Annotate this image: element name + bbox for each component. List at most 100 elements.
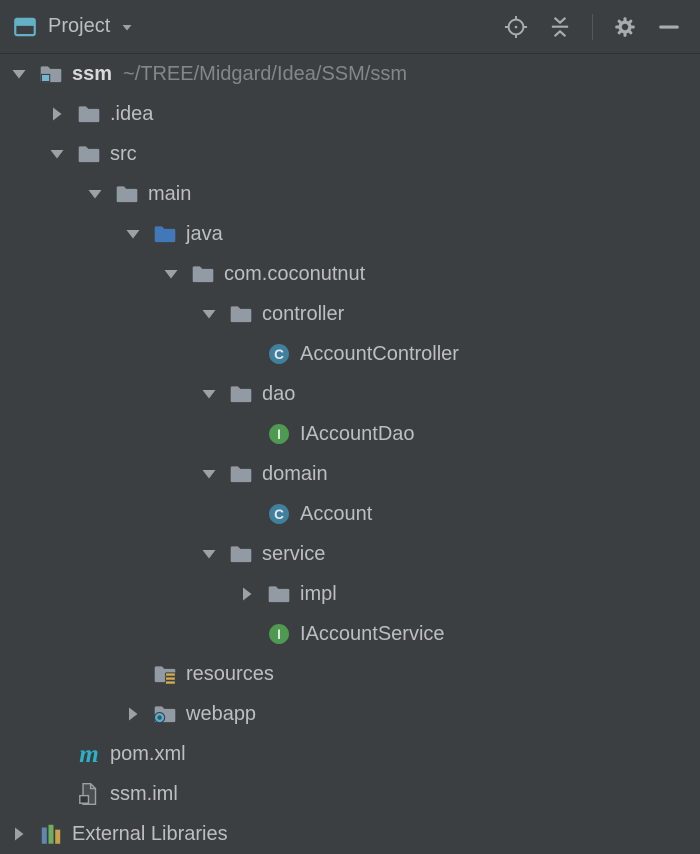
tree-item-accountcontroller[interactable]: C AccountController: [0, 334, 700, 374]
crosshair-icon: [504, 15, 528, 38]
package-icon: [228, 461, 254, 487]
toolbar-buttons: [499, 10, 686, 44]
tree-item-service[interactable]: service: [0, 534, 700, 574]
libraries-icon: [38, 821, 64, 847]
tree-item-label: IAccountDao: [300, 422, 415, 445]
tree-item-ssm-iml[interactable]: ssm.iml: [0, 774, 700, 814]
tree-item-label: com.coconutnut: [224, 262, 366, 285]
package-icon: [266, 581, 292, 607]
chevron-collapsed-icon[interactable]: [122, 703, 152, 725]
chevron-expanded-icon[interactable]: [84, 183, 114, 205]
tree-item-label: dao: [262, 382, 296, 405]
tree-item-label: .idea: [110, 102, 154, 125]
tree-item-label: pom.xml: [110, 742, 186, 765]
chevron-expanded-icon[interactable]: [198, 463, 228, 485]
tree-item-domain[interactable]: domain: [0, 454, 700, 494]
chevron-expanded-icon[interactable]: [160, 263, 190, 285]
chevron-expanded-icon[interactable]: [8, 63, 38, 85]
project-toolwindow-icon: [12, 14, 38, 40]
tree-item-iaccountservice[interactable]: I IAccountService: [0, 614, 700, 654]
tree-item-java[interactable]: java: [0, 214, 700, 254]
chevron-expanded-icon[interactable]: [198, 303, 228, 325]
gear-icon: [615, 16, 635, 37]
tree-item-iaccountdao[interactable]: I IAccountDao: [0, 414, 700, 454]
chevron-spacer: [236, 343, 266, 365]
tool-window-header: Project: [0, 0, 700, 54]
package-icon: [228, 381, 254, 407]
folder-icon: [114, 181, 140, 207]
tree-item-account[interactable]: C Account: [0, 494, 700, 534]
chevron-spacer: [236, 503, 266, 525]
web-folder-icon: [152, 701, 178, 727]
chevron-collapsed-icon[interactable]: [46, 103, 76, 125]
tree-item-label: controller: [262, 302, 345, 325]
collapse-all-icon: [551, 16, 569, 37]
tree-item-impl[interactable]: impl: [0, 574, 700, 614]
tree-item-webapp[interactable]: webapp: [0, 694, 700, 734]
tree-item-label: AccountController: [300, 342, 459, 365]
chevron-collapsed-icon[interactable]: [8, 823, 38, 845]
class-icon: C: [266, 341, 292, 367]
class-icon: C: [266, 501, 292, 527]
tree-item-label: domain: [262, 462, 328, 485]
tool-window-title[interactable]: Project: [48, 15, 111, 37]
tree-item-controller[interactable]: controller: [0, 294, 700, 334]
tree-item-label: IAccountService: [300, 622, 445, 645]
package-icon: [190, 261, 216, 287]
source-folder-icon: [152, 221, 178, 247]
chevron-expanded-icon[interactable]: [198, 383, 228, 405]
iml-file-icon: [76, 781, 102, 807]
package-icon: [228, 541, 254, 567]
chevron-down-icon[interactable]: [119, 19, 135, 35]
chevron-expanded-icon[interactable]: [122, 223, 152, 245]
tree-item-dao[interactable]: dao: [0, 374, 700, 414]
tree-item-com-coconutnut[interactable]: com.coconutnut: [0, 254, 700, 294]
chevron-spacer: [236, 423, 266, 445]
interface-icon: I: [266, 621, 292, 647]
chevron-expanded-icon[interactable]: [198, 543, 228, 565]
tree-item--idea[interactable]: .idea: [0, 94, 700, 134]
tree-item-label: impl: [300, 582, 337, 605]
tree-item-resources[interactable]: resources: [0, 654, 700, 694]
tree-item-label: service: [262, 542, 326, 565]
svg-text:I: I: [277, 427, 281, 442]
tree-item-pom-xml[interactable]: m pom.xml: [0, 734, 700, 774]
tree-item-label: External Libraries: [72, 822, 228, 845]
tree-item-label: java: [186, 222, 223, 245]
svg-text:C: C: [274, 347, 284, 362]
chevron-spacer: [236, 623, 266, 645]
interface-icon: I: [266, 421, 292, 447]
tree-item-label: Account: [300, 502, 373, 525]
chevron-spacer: [46, 743, 76, 765]
module-path: ~/TREE/Midgard/Idea/SSM/ssm: [123, 62, 408, 85]
tree-item-main[interactable]: main: [0, 174, 700, 214]
package-icon: [228, 301, 254, 327]
chevron-expanded-icon[interactable]: [46, 143, 76, 165]
select-opened-file-button[interactable]: [499, 10, 533, 44]
resources-folder-icon: [152, 661, 178, 687]
tree-item-label: src: [110, 142, 137, 165]
tree-item-label: ssm: [72, 62, 113, 85]
chevron-collapsed-icon[interactable]: [236, 583, 266, 605]
collapse-all-button[interactable]: [543, 10, 577, 44]
tree-item-external-libraries[interactable]: External Libraries: [0, 814, 700, 854]
toolbar-separator: [592, 13, 593, 40]
tree-item-label: resources: [186, 662, 274, 685]
folder-icon: [76, 141, 102, 167]
svg-text:C: C: [274, 507, 284, 522]
chevron-spacer: [46, 783, 76, 805]
settings-button[interactable]: [608, 10, 642, 44]
module-folder-icon: [38, 61, 64, 87]
maven-icon: m: [79, 740, 99, 768]
folder-icon: [76, 101, 102, 127]
tree-item-label: webapp: [186, 702, 257, 725]
tree-item-src[interactable]: src: [0, 134, 700, 174]
hide-button[interactable]: [652, 10, 686, 44]
svg-text:I: I: [277, 627, 281, 642]
tree-item-label: ssm.iml: [110, 782, 178, 805]
tree-item-label: main: [148, 182, 192, 205]
tree-item-ssm[interactable]: ssm ~/TREE/Midgard/Idea/SSM/ssm: [0, 54, 700, 94]
minus-icon: [659, 24, 679, 29]
